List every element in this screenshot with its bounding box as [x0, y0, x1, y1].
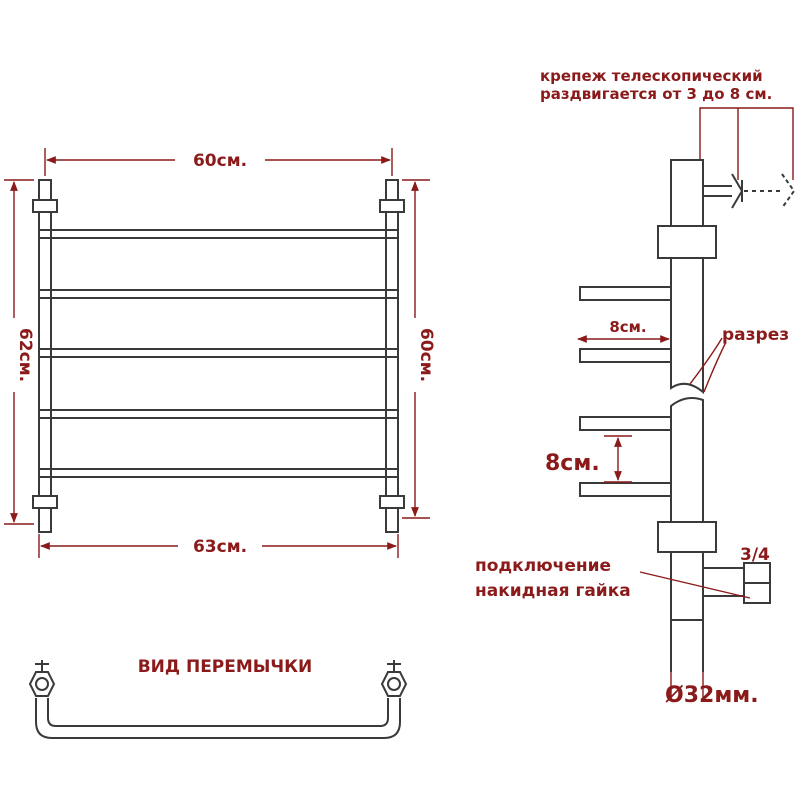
main-pipe-lower [670, 397, 704, 621]
upper-fitting [657, 225, 717, 259]
mount-leader [699, 107, 794, 180]
section-label: разрез [722, 325, 789, 345]
rung-spacing-label: 8см. [545, 451, 600, 476]
side-rung-2 [579, 348, 672, 363]
top-width-label: 60см. [193, 151, 247, 171]
bottom-width-label: 63см. [193, 537, 247, 557]
connection-nut [703, 562, 771, 604]
rung-1 [38, 229, 399, 239]
jumper-view-title: ВИД ПЕРЕМЫЧКИ [138, 657, 313, 677]
lower-fitting [657, 521, 717, 553]
thread-size-label: 3/4 [740, 545, 770, 565]
side-rung-1 [579, 286, 672, 301]
connection-line1: подключение [475, 556, 611, 576]
rung-2 [38, 289, 399, 299]
pipe-diameter-label: Ø32мм. [665, 683, 759, 708]
jumper-pipe-outer [35, 698, 401, 739]
rung-spacing-dimension: 8см. [545, 435, 632, 483]
right-bottom-bracket [379, 495, 405, 509]
hex-nut-icon [28, 671, 56, 697]
rung-5 [38, 468, 399, 478]
side-rung-3 [579, 416, 672, 431]
bottom-width-dimension: 63см. [38, 534, 399, 558]
side-rung-4 [579, 482, 672, 497]
left-top-bracket [32, 199, 58, 213]
top-width-dimension: 60см. [44, 148, 393, 176]
rung-4 [38, 409, 399, 419]
jumper-view: ВИД ПЕРЕМЫЧКИ [28, 657, 408, 739]
mount-note-line2: раздвигается от 3 до 8 см. [540, 85, 772, 103]
rung-depth-dimension: 8см. [577, 318, 670, 343]
left-height-label: 62см. [15, 328, 35, 382]
front-view: 60см. 63см. 62см. 60см. [4, 148, 436, 558]
main-pipe-upper [670, 159, 704, 395]
right-height-dimension: 60см. [402, 179, 436, 519]
side-view: крепеж телескопический раздвигается от 3… [475, 67, 796, 708]
connection-leader [639, 571, 751, 599]
right-height-label: 60см. [416, 328, 436, 382]
right-top-bracket [379, 199, 405, 213]
mount-note-line1: крепеж телескопический [540, 67, 763, 85]
left-height-dimension: 62см. [4, 179, 35, 525]
jumper-pipe-inner [47, 698, 389, 727]
rung-depth-label: 8см. [609, 318, 646, 336]
connection-line2: накидная гайка [475, 581, 631, 601]
hex-nut-icon [380, 671, 408, 697]
jumper-left-nut [28, 660, 56, 697]
left-bottom-bracket [32, 495, 58, 509]
rung-3 [38, 348, 399, 358]
telescopic-mount [703, 173, 796, 209]
jumper-right-nut [380, 660, 408, 697]
pipe-diameter-dimension: Ø32мм. [665, 672, 759, 708]
